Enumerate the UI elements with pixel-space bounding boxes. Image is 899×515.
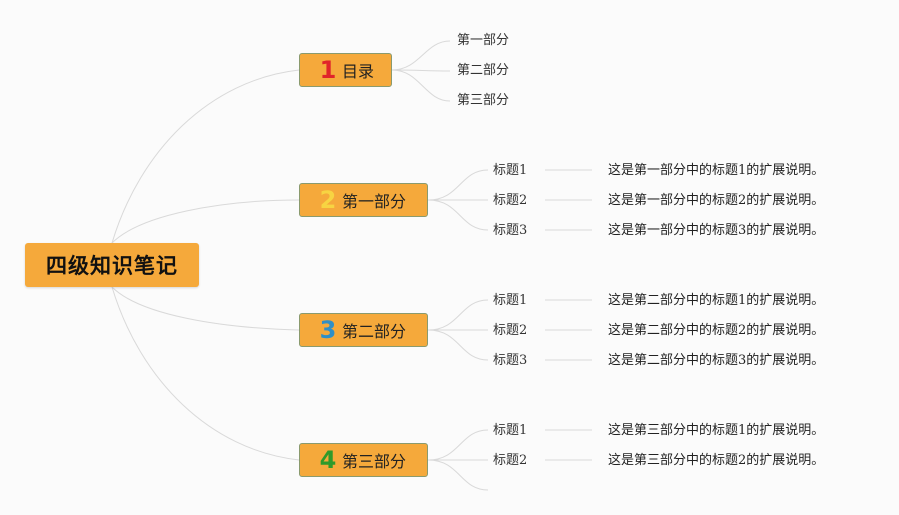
leaf-4-2[interactable]: 标题2: [493, 453, 528, 468]
description-2-3[interactable]: 这是第一部分中的标题3的扩展说明。: [608, 223, 825, 238]
branch-1-to-leaf-1-line: [391, 40, 451, 71]
branch-node-3[interactable]: 3 第二部分: [299, 313, 428, 347]
root-node[interactable]: 四级知识笔记: [25, 243, 199, 287]
leaf-2-2[interactable]: 标题2: [493, 193, 528, 208]
root-to-branch-3-line: [111, 286, 300, 331]
branch-label-3: 第二部分: [342, 322, 407, 341]
root-to-branch-1-line: [111, 69, 300, 244]
leaf-3-2[interactable]: 标题2: [493, 323, 528, 338]
branch-1-to-leaf-3-line: [391, 69, 451, 102]
branch-1-to-leaf-2-line: [391, 69, 451, 72]
description-4-1[interactable]: 这是第三部分中的标题1的扩展说明。: [608, 423, 825, 438]
branch-number-1-icon: 1: [319, 56, 337, 84]
branch-node-1[interactable]: 1 目录: [299, 53, 392, 87]
branch-3-to-leaf-3-line: [427, 329, 489, 361]
branch-label-2: 第一部分: [342, 192, 407, 211]
description-2-1[interactable]: 这是第一部分中的标题1的扩展说明。: [608, 163, 825, 178]
leaf-1-3[interactable]: 第三部分: [457, 93, 510, 108]
description-3-2[interactable]: 这是第二部分中的标题2的扩展说明。: [608, 323, 825, 338]
branch-2-to-leaf-1-line: [427, 169, 489, 201]
leaf-1-1[interactable]: 第一部分: [457, 33, 510, 48]
branch-node-4[interactable]: 4 第三部分: [299, 443, 428, 477]
description-3-1[interactable]: 这是第二部分中的标题1的扩展说明。: [608, 293, 825, 308]
branch-node-2[interactable]: 2 第一部分: [299, 183, 428, 217]
branch-2-to-leaf-3-line: [427, 199, 489, 231]
description-3-3[interactable]: 这是第二部分中的标题3的扩展说明。: [608, 353, 825, 368]
root-title: 四级知识笔记: [46, 254, 178, 278]
branch-label-1: 目录: [342, 62, 375, 81]
branch-number-2-icon: 2: [319, 186, 337, 214]
description-2-2[interactable]: 这是第一部分中的标题2的扩展说明。: [608, 193, 825, 208]
branch-label-4: 第三部分: [342, 452, 407, 471]
leaf-3-1[interactable]: 标题1: [493, 293, 528, 308]
branch-3-to-leaf-1-line: [427, 299, 489, 331]
leaf-4-1[interactable]: 标题1: [493, 423, 528, 438]
leaf-3-3[interactable]: 标题3: [493, 353, 528, 368]
branch-number-4-icon: 4: [319, 446, 337, 474]
leaf-2-3[interactable]: 标题3: [493, 223, 528, 238]
branch-4-to-leaf-3-line: [427, 459, 489, 491]
branch-4-to-leaf-1-line: [427, 429, 489, 461]
root-to-branch-2-line: [111, 199, 300, 244]
branch-number-3-icon: 3: [319, 316, 337, 344]
leaf-2-1[interactable]: 标题1: [493, 163, 528, 178]
description-4-2[interactable]: 这是第三部分中的标题2的扩展说明。: [608, 453, 825, 468]
root-to-branch-4-line: [111, 286, 300, 461]
leaf-1-2[interactable]: 第二部分: [457, 63, 510, 78]
